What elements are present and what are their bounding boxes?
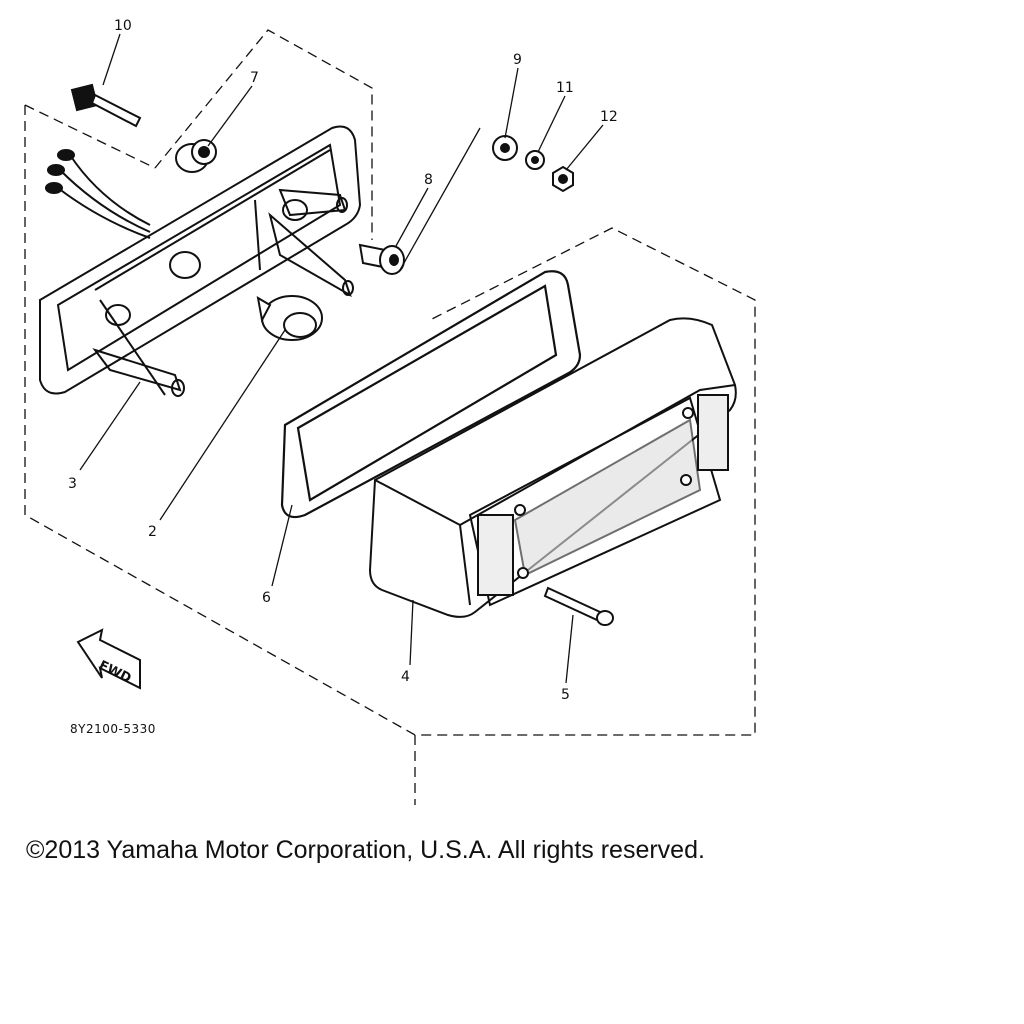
callout-10: 10 bbox=[114, 18, 132, 34]
callout-11: 11 bbox=[556, 80, 574, 96]
fwd-arrow-icon bbox=[76, 628, 141, 690]
nut-12 bbox=[552, 165, 574, 193]
callout-12: 12 bbox=[600, 109, 618, 125]
assembly-dashed-outline bbox=[24, 29, 756, 805]
exploded-parts-diagram: FWD 10 7 9 11 12 8 3 2 6 4 5 8Y2100-5330 bbox=[24, 18, 756, 805]
callout-9: 9 bbox=[513, 52, 522, 68]
callout-3: 3 bbox=[68, 476, 77, 492]
callout-8: 8 bbox=[424, 172, 433, 188]
callout-4: 4 bbox=[401, 669, 410, 685]
copyright-notice: ©2013 Yamaha Motor Corporation, U.S.A. A… bbox=[26, 836, 705, 864]
screw-5 bbox=[543, 586, 614, 626]
grommet-7 bbox=[175, 139, 217, 173]
collar-8 bbox=[358, 243, 405, 275]
bulb bbox=[256, 295, 323, 341]
part-code: 8Y2100-5330 bbox=[70, 722, 156, 736]
lamp-lens bbox=[368, 317, 737, 618]
callout-7: 7 bbox=[250, 70, 259, 86]
gasket-6 bbox=[280, 270, 582, 519]
callout-5: 5 bbox=[561, 687, 570, 703]
bolt-10 bbox=[70, 83, 142, 128]
callout-2: 2 bbox=[148, 524, 157, 540]
callout-leaders bbox=[79, 33, 604, 684]
washer-9 bbox=[492, 135, 518, 161]
wire-harness bbox=[45, 149, 151, 239]
callout-6: 6 bbox=[262, 590, 271, 606]
nut-11 bbox=[525, 150, 545, 170]
lamp-housing bbox=[39, 125, 362, 397]
